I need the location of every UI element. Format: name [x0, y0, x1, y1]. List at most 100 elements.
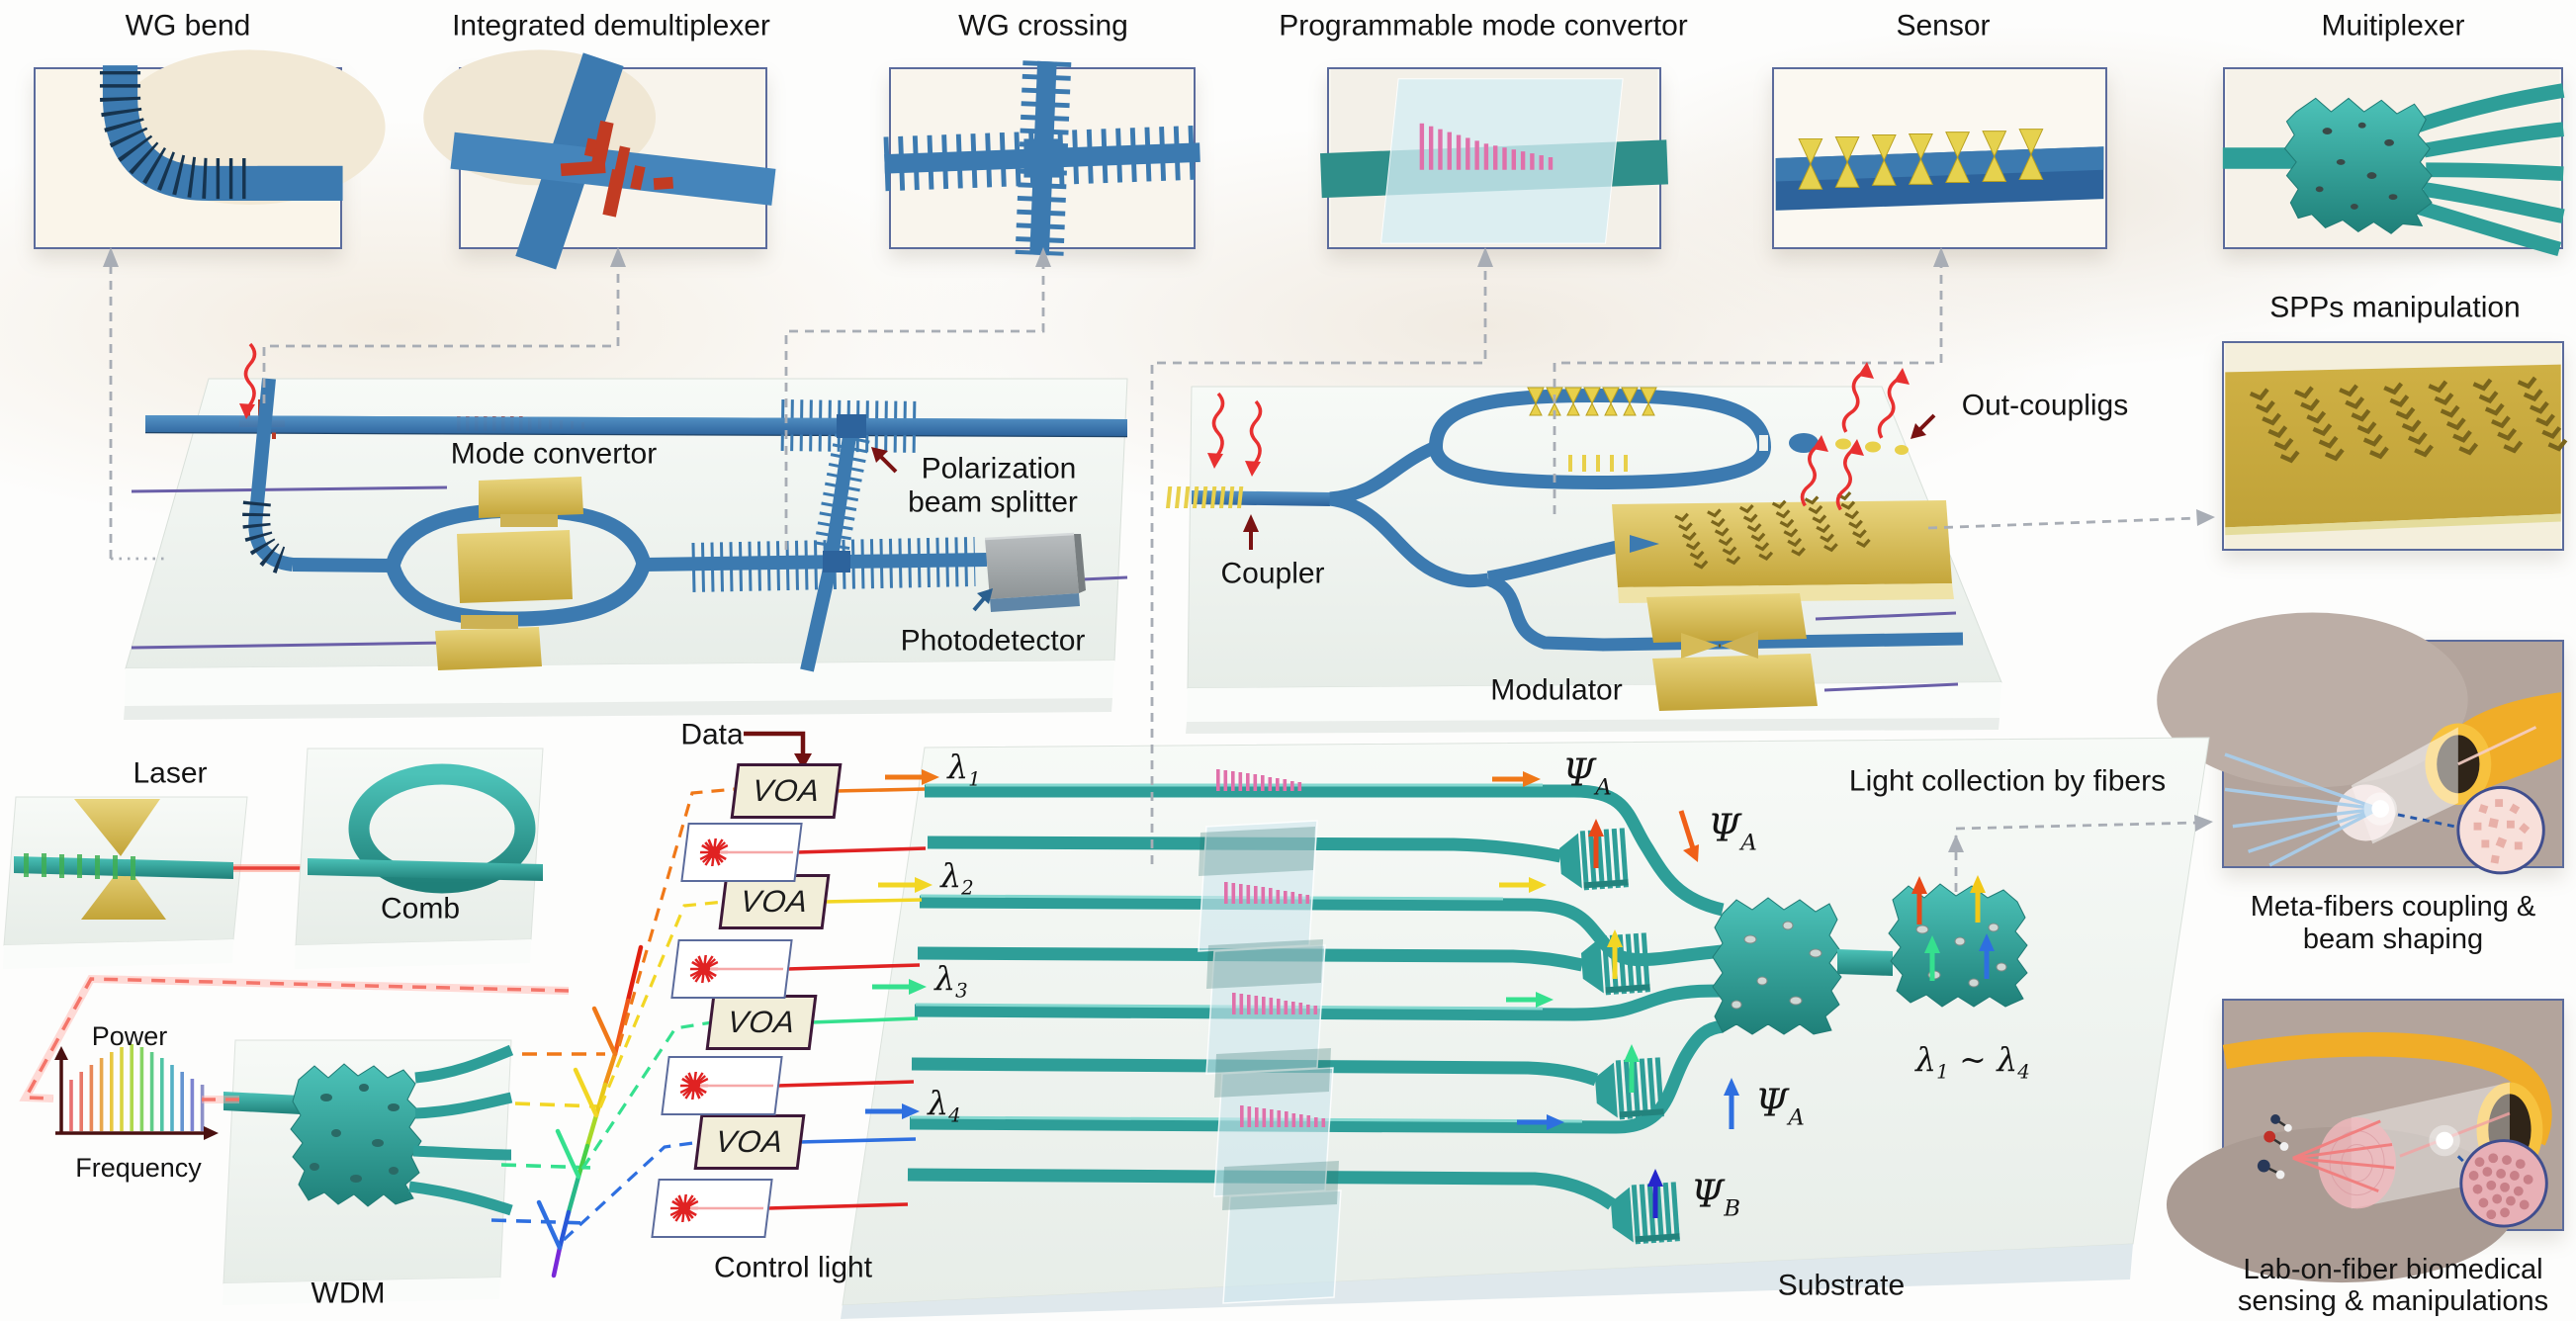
lambda-entry-arrowheads [902, 769, 939, 1119]
panel-title-wg-bend: WG bend [125, 9, 251, 43]
laser-starburst-icon [669, 1194, 764, 1222]
racetrack-ticks [1568, 455, 1628, 472]
meta-caption-line2: beam shaping [2302, 923, 2484, 955]
glass-mode-converter-strips [1198, 820, 1342, 1304]
laser-electrode-bottom [81, 862, 166, 920]
modulator-label: Modulator [1490, 673, 1623, 707]
voa-label: VOA [750, 773, 823, 808]
spp-title: SPPs manipulation [2269, 291, 2521, 324]
chip-channel-arrows [1492, 776, 1551, 1125]
connector-light-collection [1954, 821, 2198, 892]
voa-label: VOA [725, 1005, 798, 1039]
wdm-label: WDM [311, 1277, 386, 1310]
light-collection-label: Light collection by fibers [1848, 764, 2167, 798]
pink-phase-comb [1419, 123, 1554, 170]
aux-waveguide-line [131, 485, 448, 493]
lower-arm [1328, 492, 1489, 588]
modulator-branch [1485, 572, 1605, 652]
laser-waveguide [14, 856, 233, 879]
focus-flash [2429, 1124, 2460, 1157]
coupler-up-arrows [1593, 833, 1658, 1218]
panel-demultiplexer [423, 49, 776, 270]
meta-caption-line1: Meta-fibers coupling & [2250, 890, 2536, 923]
mode-convertor-image [1320, 69, 1668, 247]
laser-starburst-icon [679, 1072, 774, 1100]
mux-combiner-blob [1712, 897, 1842, 1035]
aux-waveguide-line [1815, 611, 1957, 621]
panel-spp-manipulation [2222, 341, 2564, 551]
lambda-entry-arrows [865, 774, 926, 1114]
voa-feed-dashes [562, 787, 737, 1242]
wg-lambda4 [909, 1019, 1725, 1134]
bend-fins [242, 500, 291, 575]
photodetector-label: Photodetector [900, 624, 1086, 658]
lower-crossing-center [823, 551, 850, 572]
modulator-waveguide [1601, 632, 1964, 652]
wavy-light-arrows [243, 342, 1900, 511]
voa-box-4: VOA [693, 1114, 806, 1170]
right-chip [1165, 386, 2002, 734]
panel-connectors [109, 265, 2200, 892]
panel-programmable-mode-convertor [1320, 67, 1668, 249]
coupler-grating [1165, 486, 1244, 508]
panel-wg-crossing [883, 60, 1201, 256]
connector-demultiplexer [262, 265, 620, 403]
panel-sensor [1772, 67, 2107, 249]
coupler-label: Coupler [1220, 557, 1325, 590]
coupler-up-arrowheads [1588, 819, 1663, 1187]
mode-convertor-label: Mode convertor [450, 437, 658, 471]
connector-sensor [1553, 265, 1943, 514]
laser-output-wires [766, 846, 927, 1210]
voa-label: VOA [713, 1124, 786, 1159]
panel-title-multiplexer: Muitiplexer [2321, 9, 2465, 43]
gold-film [2225, 364, 2561, 528]
lambda-range-label: λ1 ~ λ4 [1915, 1039, 2030, 1084]
combiner-output-stub [1837, 949, 1893, 976]
control-light-label: Control light [713, 1251, 873, 1284]
psi-b-label: ΨB [1690, 1172, 1741, 1222]
panel-title-wg-crossing: WG crossing [958, 9, 1128, 43]
substrate-label: Substrate [1777, 1269, 1906, 1302]
pump-dashed-route [19, 974, 570, 1103]
wdm-channel-dashes [490, 1052, 605, 1225]
meta-atoms [2473, 799, 2531, 864]
annotation-arrows [871, 413, 1936, 612]
wg-bend-image [37, 49, 386, 247]
panel-title-demultiplexer: Integrated demultiplexer [452, 9, 770, 43]
voa-box-3: VOA [705, 995, 818, 1050]
psi-a-label-2: ΨA [1708, 806, 1757, 856]
input-waveguide [1192, 490, 1330, 506]
mzi-output-waveguide [643, 553, 988, 572]
wdm-block [222, 1039, 514, 1305]
bend-grating-fins [99, 70, 248, 200]
molecules [2257, 1114, 2292, 1180]
pbs-label-line1: Polarization [921, 452, 1077, 485]
spectrum-ylabel: Power [91, 1020, 168, 1051]
focus-flash [2363, 792, 2397, 826]
wdm-specks [310, 1084, 400, 1183]
connector-wg-crossing [784, 265, 1045, 550]
laser-electrode-top [74, 799, 160, 856]
lab-caption-line2: sensing & manipulations [2237, 1284, 2549, 1317]
lambda2-label: λ2 [940, 855, 974, 900]
pbs-label-line2: beam splitter [908, 485, 1078, 519]
nanopillar-dots [2468, 1153, 2533, 1220]
substrate-chip [841, 737, 2210, 1319]
comb-spectrum-inset [54, 1044, 219, 1140]
wdm-outputs [408, 1044, 514, 1216]
spp-image [2225, 343, 2562, 549]
aux-waveguide-line [1823, 682, 1959, 692]
sensor-image [1775, 69, 2104, 247]
output-blob-arrows [1911, 875, 1995, 981]
psi-arrows [1678, 810, 1739, 1129]
substrate-front-face [841, 1244, 2133, 1319]
pbs-crossing-center [837, 414, 866, 438]
spectrum-bars [69, 1044, 205, 1131]
panel-meta-fiber [2157, 612, 2564, 875]
chip-channel-arrowheads [1523, 771, 1564, 1130]
connector-arrowheads [103, 247, 2215, 852]
lambda3-label: λ3 [934, 958, 968, 1003]
comb-waveguide [308, 858, 543, 881]
laser-starburst-icon [689, 955, 784, 983]
